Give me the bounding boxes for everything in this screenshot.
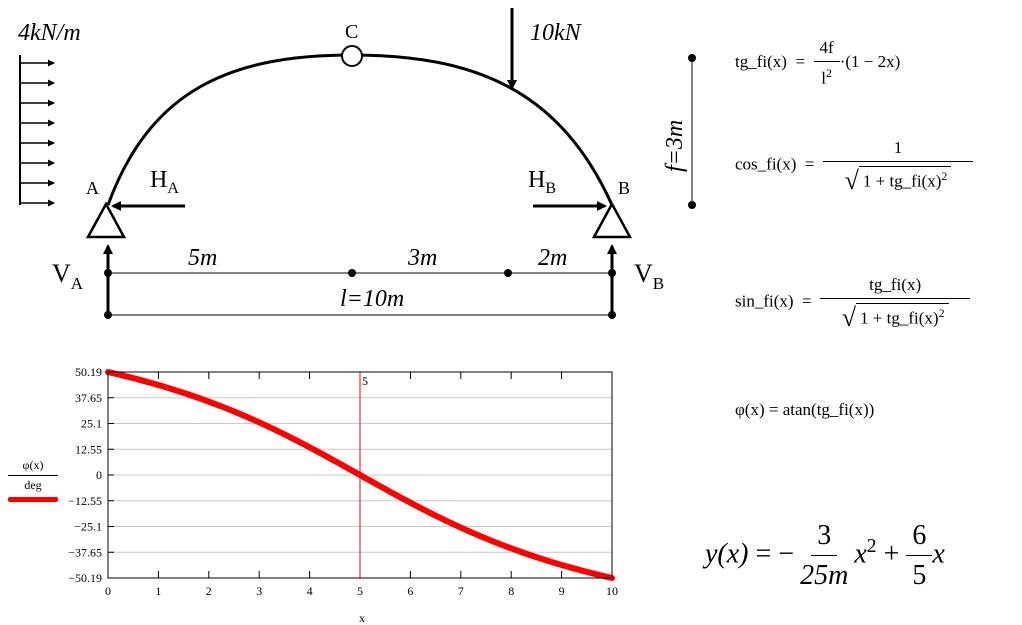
dim-2m-label: 2m (538, 245, 567, 271)
x-tick-label: 7 (458, 584, 464, 598)
x-tick-label: 0 (105, 584, 111, 598)
x-tick-label: 8 (508, 584, 514, 598)
x-tick-label: 1 (155, 584, 161, 598)
reaction-ha-label: HA (150, 167, 179, 197)
plot-frame (107, 371, 613, 579)
arch-diagram: 4kN/m 10kN C A B HA HB VA VB 5m 3m 2m l=… (18, 8, 696, 319)
x-tick-label: 9 (559, 584, 565, 598)
y-tick-label: 50.19 (75, 365, 102, 379)
x-marker-label: 5 (362, 374, 368, 388)
distributed-load-label: 4kN/m (18, 20, 81, 46)
x-tick-label: 4 (307, 584, 313, 598)
dimension-lines (104, 54, 696, 319)
x-tick-label: 5 (357, 584, 363, 598)
reaction-hb-label: HB (528, 167, 556, 197)
formula-cos: cos_fi(x) = 1√1 + tg_fi(x)2 (735, 138, 973, 194)
y-tick-label: 12.55 (75, 442, 102, 456)
ylabel-den: deg (24, 478, 42, 492)
x-tick-label: 6 (407, 584, 413, 598)
reaction-va-label: VA (52, 259, 84, 293)
point-load-label: 10kN (530, 20, 583, 46)
support-b (591, 201, 633, 239)
phi-series-line (105, 368, 615, 582)
y-tick-label: 25.1 (81, 417, 102, 431)
y-tick-label: −37.65 (68, 545, 102, 559)
y-tick-label: 0 (96, 468, 102, 482)
formula-phi: φ(x) = atan(tg_fi(x)) (735, 400, 875, 419)
ylabel-num: φ(x) (8, 458, 58, 476)
dim-5m-label: 5m (188, 245, 217, 271)
span-label: l=10m (340, 286, 404, 312)
y-tick-label: −25.1 (74, 520, 102, 534)
x-tick-label: 3 (256, 584, 262, 598)
reaction-vb-label: VB (634, 259, 664, 293)
x-tick-label: 2 (206, 584, 212, 598)
hinge-c-label: C (345, 21, 358, 43)
hinge-c (341, 45, 363, 67)
y-tick-label: −12.55 (68, 494, 102, 508)
ylabel-block: φ(x) deg (8, 458, 58, 502)
formula-sin: sin_fi(x) = tg_fi(x)√1 + tg_fi(x)2 (735, 275, 971, 331)
dim-3m-label: 3m (407, 245, 437, 271)
support-b-label: B (618, 178, 630, 198)
support-a-label: A (86, 178, 99, 198)
rise-label: f=3m (662, 120, 688, 172)
x-axis-label: x (359, 611, 365, 625)
support-a (85, 201, 127, 239)
y-tick-label: −50.19 (68, 571, 102, 585)
x-tick-label: 10 (606, 584, 618, 598)
legend-swatch (8, 497, 58, 502)
y-tick-label: 37.65 (75, 391, 102, 405)
distributed-load (19, 55, 55, 207)
phi-chart: 50.19 37.65 25.1 12.55 0 −12.55 −25.1 −37.65 −50… (68, 365, 618, 625)
